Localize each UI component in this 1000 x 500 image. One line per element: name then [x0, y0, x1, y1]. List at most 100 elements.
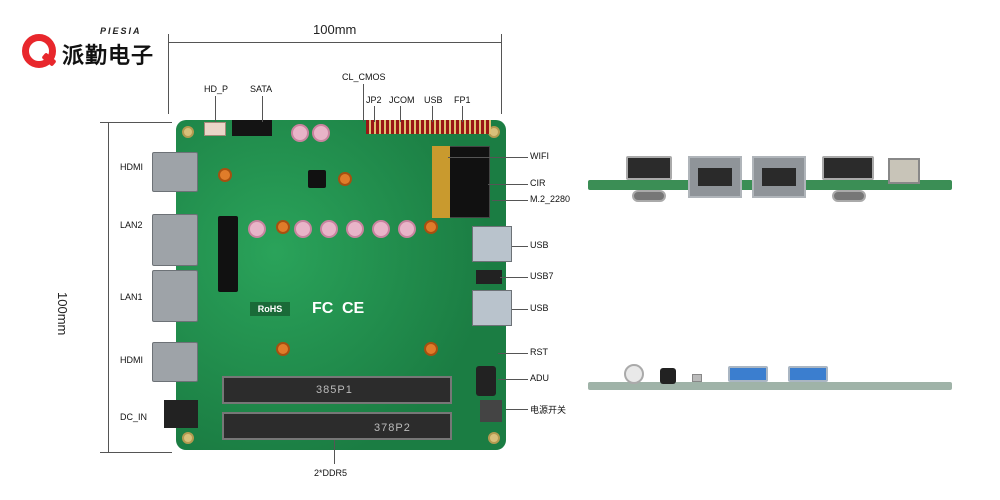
leader-cir: [488, 184, 528, 185]
power-switch: [480, 400, 502, 422]
fc-mark: FC: [312, 300, 334, 317]
orange-capacitor: [218, 168, 232, 182]
label-usb-2: USB: [530, 303, 549, 313]
leader-fp1: [462, 106, 463, 122]
sata-connector: [232, 120, 272, 136]
capacitor: [291, 124, 309, 142]
usb-port-1: [472, 226, 512, 262]
width-dimension-tick-left: [168, 34, 169, 114]
side-rj45-1-slot: [698, 168, 732, 186]
ce-mark: CE: [342, 300, 365, 317]
side-rj45-2: [752, 156, 806, 198]
leader-cl-cmos: [363, 84, 364, 122]
leader-usb-2: [512, 309, 528, 310]
label-rst: RST: [530, 347, 548, 357]
height-dimension-tick-top: [100, 122, 172, 123]
hd-p-connector: [204, 122, 226, 136]
side-reset-button: [692, 374, 702, 382]
label-adu: ADU: [530, 373, 550, 383]
label-dc-in: DC_IN: [120, 412, 148, 422]
leader-usb-1: [512, 246, 528, 247]
side-typec-1: [632, 190, 666, 202]
usb-port-2: [472, 290, 512, 326]
width-dimension-label: 100mm: [313, 22, 357, 37]
label-jcom: JCOM: [389, 95, 415, 105]
side-rj45-2-slot: [762, 168, 796, 186]
logo-q-icon: [22, 34, 56, 68]
orange-capacitor: [276, 220, 290, 234]
side-audio-jack: [660, 368, 676, 384]
side-rj45-1: [688, 156, 742, 198]
height-dimension-tick-bottom: [100, 452, 172, 453]
label-hd-p: HD_P: [204, 84, 229, 94]
capacitor: [398, 220, 416, 238]
capacitor: [248, 220, 266, 238]
lan1-port: [152, 270, 198, 322]
side-usb-a-1: [728, 366, 768, 382]
leader-power-switch: [506, 409, 528, 410]
leader-wifi: [448, 157, 528, 158]
label-cir: CIR: [530, 178, 546, 188]
label-usb-1: USB: [530, 240, 549, 250]
hdmi-port-2: [152, 342, 198, 382]
capacitor: [294, 220, 312, 238]
label-fp1: FP1: [454, 95, 471, 105]
height-dimension-label: 100mm: [55, 292, 70, 336]
leader-sata: [262, 96, 263, 122]
width-dimension-tick-right: [501, 34, 502, 114]
leader-usb: [432, 106, 433, 122]
m2-wifi-card: [432, 146, 450, 218]
dc-in-jack: [164, 400, 198, 428]
capacitor: [346, 220, 364, 238]
orange-capacitor: [424, 342, 438, 356]
ddr5-slot-1: 385P1: [222, 376, 452, 404]
rohs-mark: RoHS: [250, 302, 290, 316]
leader-rst: [498, 353, 528, 354]
ddr5-slot-2-text: 378P2: [374, 422, 411, 434]
side-pcb-front: [588, 382, 952, 390]
side-hdmi-1: [626, 156, 672, 180]
side-hdmi-2: [822, 156, 874, 180]
logo-chinese: 派勤电子: [62, 44, 155, 69]
height-dimension-line: [108, 122, 109, 452]
label-power-switch: 电源开关: [530, 406, 567, 416]
top-pin-headers: [366, 120, 491, 134]
chip: [308, 170, 326, 188]
ddr5-slot-1-text: 385P1: [316, 384, 353, 396]
label-hdmi-1: HDMI: [120, 162, 143, 172]
leader-hd-p: [215, 96, 216, 122]
side-typec-2: [832, 190, 866, 202]
ddr5-slot-2: 378P2: [222, 412, 452, 440]
lan2-port: [152, 214, 198, 266]
label-hdmi-2: HDMI: [120, 355, 143, 365]
side-dc-jack: [888, 158, 920, 184]
leader-jcom: [400, 106, 401, 122]
audio-jack: [476, 366, 496, 396]
logo-english: PIESIA: [100, 26, 142, 36]
orange-capacitor: [276, 342, 290, 356]
label-lan2: LAN2: [120, 220, 143, 230]
label-cl-cmos: CL_CMOS: [342, 72, 386, 82]
power-button-icon: [624, 364, 644, 384]
usb7-header: [476, 270, 502, 284]
orange-capacitor: [338, 172, 352, 186]
capacitor: [312, 124, 330, 142]
motherboard: RoHS FC CE 385P1 378P2: [152, 120, 512, 450]
mount-hole: [488, 432, 500, 444]
label-sata: SATA: [250, 84, 273, 94]
label-usb-top: USB: [424, 95, 443, 105]
leader-usb7: [500, 277, 528, 278]
orange-capacitor: [424, 220, 438, 234]
side-view-rear: [588, 140, 952, 220]
label-m2-2280: M.2_2280: [530, 194, 571, 204]
brand-logo: PIESIA 派勤电子: [22, 26, 172, 74]
chip: [218, 216, 238, 292]
capacitor: [320, 220, 338, 238]
leader-jp2: [374, 106, 375, 122]
leader-adu: [498, 379, 528, 380]
side-usb-a-2: [788, 366, 828, 382]
width-dimension-line: [168, 42, 502, 43]
mount-hole: [182, 432, 194, 444]
label-jp2: JP2: [366, 95, 382, 105]
label-usb7: USB7: [530, 271, 554, 281]
